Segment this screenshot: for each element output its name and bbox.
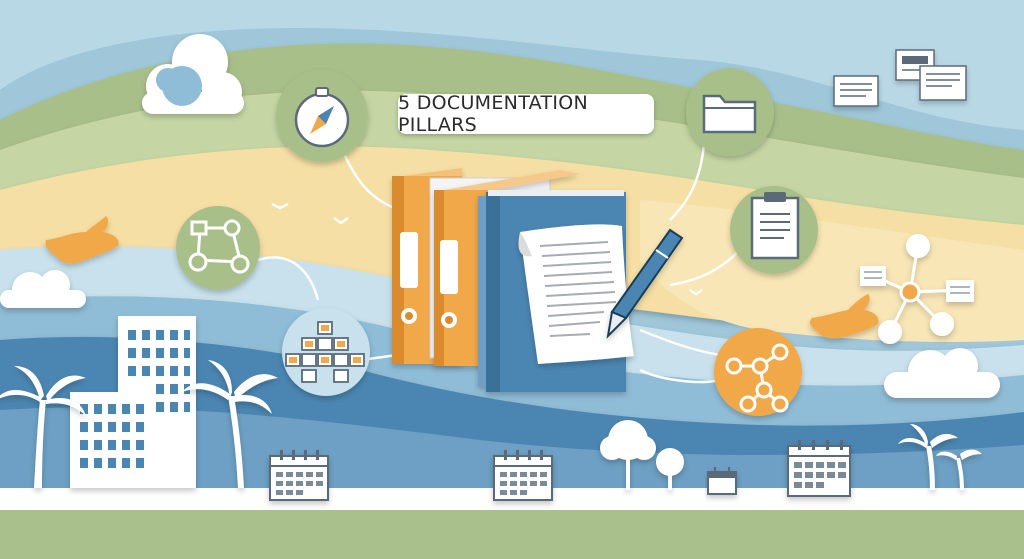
document-binders-icon [392, 168, 634, 392]
page-title: 5 DOCUMENTATION PILLARS [398, 92, 654, 136]
palm-tree-icon [0, 360, 278, 488]
bird-icon [271, 202, 703, 296]
pen-icon [606, 228, 684, 339]
building-icon [70, 316, 196, 488]
compass-icon [276, 70, 368, 162]
hierarchy-icon [176, 206, 260, 290]
cyprus-map-icon [45, 216, 119, 264]
hierarchy-icon [714, 328, 802, 416]
cloud-icon [0, 270, 86, 308]
cyprus-map-icon [809, 294, 879, 339]
checklist-grid-icon [282, 308, 370, 396]
document-icon [833, 49, 967, 107]
network-icon [860, 234, 974, 344]
tree-icon [600, 420, 684, 490]
calendar-icon [269, 450, 329, 501]
calendar-icon [493, 450, 553, 501]
cloud-icon [142, 34, 244, 114]
calendar-icon [787, 440, 851, 497]
clipboard-icon [730, 186, 818, 274]
cloud-icon [884, 348, 1000, 398]
palm-tree-icon [898, 424, 982, 490]
calendar-icon [707, 467, 737, 495]
folder-icon [686, 68, 774, 156]
